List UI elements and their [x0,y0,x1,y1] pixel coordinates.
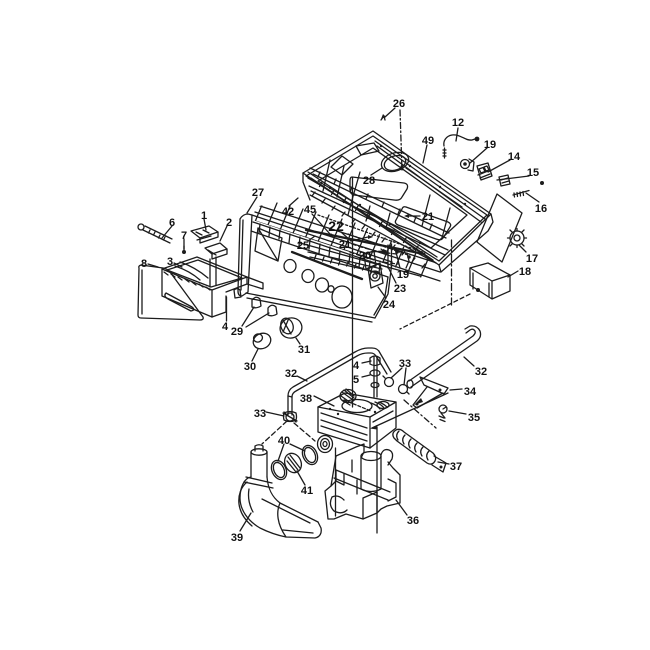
svg-text:31: 31 [298,344,310,356]
svg-text:45: 45 [304,204,316,216]
svg-text:25: 25 [297,240,309,252]
svg-text:33: 33 [399,358,411,370]
svg-text:39: 39 [231,532,243,544]
svg-text:7: 7 [181,230,187,242]
svg-text:12: 12 [452,117,464,129]
svg-text:17: 17 [526,253,538,265]
svg-text:6: 6 [169,217,175,229]
svg-text:24: 24 [383,299,396,311]
svg-text:8: 8 [141,258,147,270]
svg-text:28: 28 [363,175,375,187]
svg-text:18: 18 [519,266,531,278]
svg-text:33: 33 [254,408,266,420]
svg-text:19: 19 [397,269,409,281]
svg-text:4: 4 [353,360,360,372]
svg-text:32: 32 [475,366,487,378]
svg-text:2: 2 [226,217,232,229]
svg-text:1: 1 [201,210,207,222]
svg-text:4: 4 [222,321,229,333]
svg-text:15: 15 [527,167,539,179]
svg-text:22: 22 [328,218,344,234]
svg-text:42: 42 [282,206,294,218]
svg-text:5: 5 [353,374,359,386]
svg-text:23: 23 [394,283,406,295]
svg-text:21: 21 [339,239,351,251]
svg-text:29: 29 [231,326,243,338]
svg-text:49: 49 [422,135,434,147]
svg-text:3: 3 [167,256,173,268]
svg-text:34: 34 [464,386,477,398]
svg-text:41: 41 [301,485,313,497]
svg-text:27: 27 [252,187,264,199]
svg-text:26: 26 [393,98,405,110]
svg-text:35: 35 [468,412,480,424]
svg-text:16: 16 [535,203,547,215]
svg-text:40: 40 [278,435,290,447]
svg-text:38: 38 [300,393,312,405]
svg-text:32: 32 [285,368,297,380]
svg-text:30: 30 [244,361,256,373]
svg-text:14: 14 [508,151,521,163]
svg-text:37: 37 [450,461,462,473]
svg-text:19: 19 [484,139,496,151]
svg-text:21: 21 [422,211,434,223]
svg-text:36: 36 [407,515,419,527]
svg-text:20: 20 [359,250,371,262]
